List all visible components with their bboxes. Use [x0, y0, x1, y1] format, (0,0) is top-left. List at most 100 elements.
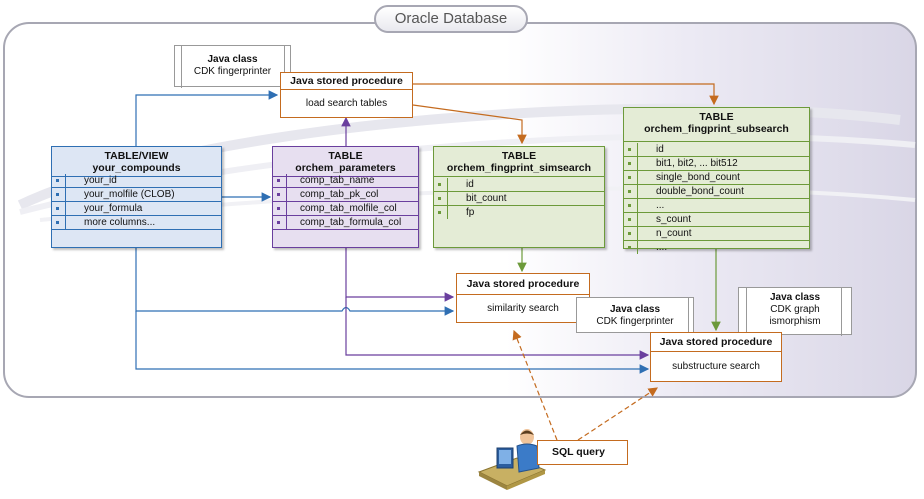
key-marker: [56, 207, 59, 210]
table-orchem-fingprint-subsearch: TABLE orchem_fingprint_subsearch id bit1…: [623, 107, 810, 254]
row-label: comp_tab_molfile_col: [300, 203, 397, 214]
stack-line: [688, 298, 689, 334]
row-label: double_bond_count: [656, 186, 744, 197]
stack-line: [746, 288, 747, 336]
row-label: your_formula: [84, 203, 143, 214]
java-class-fingerprinter-middle: Java class CDK fingerprinter: [576, 297, 694, 334]
java-class-subtitle: CDK fingerprinter: [193, 66, 272, 77]
row-label: s_count: [656, 214, 692, 225]
table-header: TABLE orchem_fingprint_subsearch: [624, 108, 809, 142]
table-row: ...: [624, 199, 809, 213]
key-marker: [277, 221, 280, 224]
table-orchem-parameters: TABLE orchem_parameters comp_tab_name co…: [272, 146, 419, 248]
table-row: id: [624, 143, 809, 157]
key-marker: [628, 148, 631, 151]
key-marker: [277, 179, 280, 182]
procedure-title: Java stored procedure: [457, 274, 589, 295]
procedure-body: similarity search: [487, 303, 559, 314]
table-row: s_count: [624, 213, 809, 227]
row-label: your_molfile (CLOB): [84, 189, 175, 200]
key-marker: [438, 183, 441, 186]
table-header: TABLE/VIEW your_compounds: [52, 147, 221, 177]
java-class-subtitle: CDK fingerprinter: [596, 316, 674, 327]
key-marker: [277, 207, 280, 210]
row-label: fp: [466, 207, 475, 218]
stack-line: [841, 288, 842, 336]
row-label: single_bond_count: [656, 172, 740, 183]
table-type: TABLE: [328, 150, 363, 162]
row-label: more columns...: [84, 217, 156, 228]
table-row: bit_count: [434, 192, 604, 206]
table-row: fp: [434, 206, 604, 219]
row-label: ....: [656, 242, 668, 253]
table-type: TABLE: [501, 150, 537, 162]
row-label: id: [466, 179, 474, 190]
procedure-load: Java stored procedure load search tables: [280, 72, 413, 118]
column-divider: [286, 174, 287, 230]
key-marker: [628, 218, 631, 221]
table-row: your_molfile (CLOB): [52, 188, 221, 202]
java-class-fingerprinter-top: Java class CDK fingerprinter: [174, 45, 291, 88]
row-label: your_id: [84, 175, 117, 186]
row-label: ...: [656, 200, 665, 211]
table-row: ....: [624, 241, 809, 254]
table-row: bit1, bit2, ... bit512: [624, 157, 809, 171]
key-marker: [628, 246, 631, 249]
table-row: single_bond_count: [624, 171, 809, 185]
row-label: n_count: [656, 228, 692, 239]
table-row: id: [434, 178, 604, 192]
table-header: TABLE orchem_fingprint_simsearch: [434, 147, 604, 177]
key-marker: [628, 190, 631, 193]
table-row: double_bond_count: [624, 185, 809, 199]
row-label: bit_count: [466, 193, 507, 204]
column-divider: [447, 178, 448, 219]
table-your-compounds: TABLE/VIEW your_compounds your_id your_m…: [51, 146, 222, 248]
java-class-title: Java class: [207, 54, 258, 65]
table-row: n_count: [624, 227, 809, 241]
row-label: id: [656, 144, 664, 155]
key-marker: [277, 193, 280, 196]
row-label: comp_tab_name: [300, 175, 375, 186]
database-title: Oracle Database: [374, 5, 528, 33]
table-orchem-fingprint-simsearch: TABLE orchem_fingprint_simsearch id bit_…: [433, 146, 605, 248]
java-class-subtitle-2: ismorphism: [769, 316, 821, 327]
key-marker: [438, 211, 441, 214]
row-label: comp_tab_pk_col: [300, 189, 379, 200]
row-label: bit1, bit2, ... bit512: [656, 158, 738, 169]
table-name: orchem_fingprint_simsearch: [446, 162, 592, 174]
java-class-subtitle: CDK graph: [770, 304, 820, 315]
table-name: orchem_parameters: [295, 162, 396, 174]
sql-query-label: SQL query: [537, 440, 628, 465]
procedure-body: substructure search: [672, 361, 760, 372]
table-type: TABLE/VIEW: [104, 150, 169, 162]
procedure-title: Java stored procedure: [281, 73, 412, 90]
table-row: comp_tab_name: [273, 174, 418, 188]
table-header: TABLE orchem_parameters: [273, 147, 418, 177]
table-row: comp_tab_formula_col: [273, 216, 418, 230]
procedure-title: Java stored procedure: [651, 333, 781, 352]
user-at-computer-icon: [477, 429, 547, 490]
table-type: TABLE: [699, 111, 734, 123]
key-marker: [628, 176, 631, 179]
table-row: your_id: [52, 174, 221, 188]
table-row: comp_tab_molfile_col: [273, 202, 418, 216]
table-name: your_compounds: [92, 162, 181, 174]
stack-line: [284, 46, 285, 88]
key-marker: [56, 221, 59, 224]
procedure-similarity-search: Java stored procedure similarity search: [456, 273, 590, 323]
procedure-body: load search tables: [305, 98, 388, 109]
key-marker: [56, 179, 59, 182]
table-row: more columns...: [52, 216, 221, 230]
java-class-title: Java class: [769, 292, 821, 303]
column-divider: [65, 174, 66, 230]
key-marker: [628, 232, 631, 235]
table-row: comp_tab_pk_col: [273, 188, 418, 202]
key-marker: [56, 193, 59, 196]
java-class-graph-isomorphism: Java class CDK graph ismorphism: [738, 287, 852, 336]
key-marker: [628, 204, 631, 207]
row-label: comp_tab_formula_col: [300, 217, 402, 228]
procedure-substructure-search: Java stored procedure substructure searc…: [650, 332, 782, 382]
key-marker: [628, 162, 631, 165]
table-name: orchem_fingprint_subsearch: [644, 123, 789, 135]
table-row: your_formula: [52, 202, 221, 216]
